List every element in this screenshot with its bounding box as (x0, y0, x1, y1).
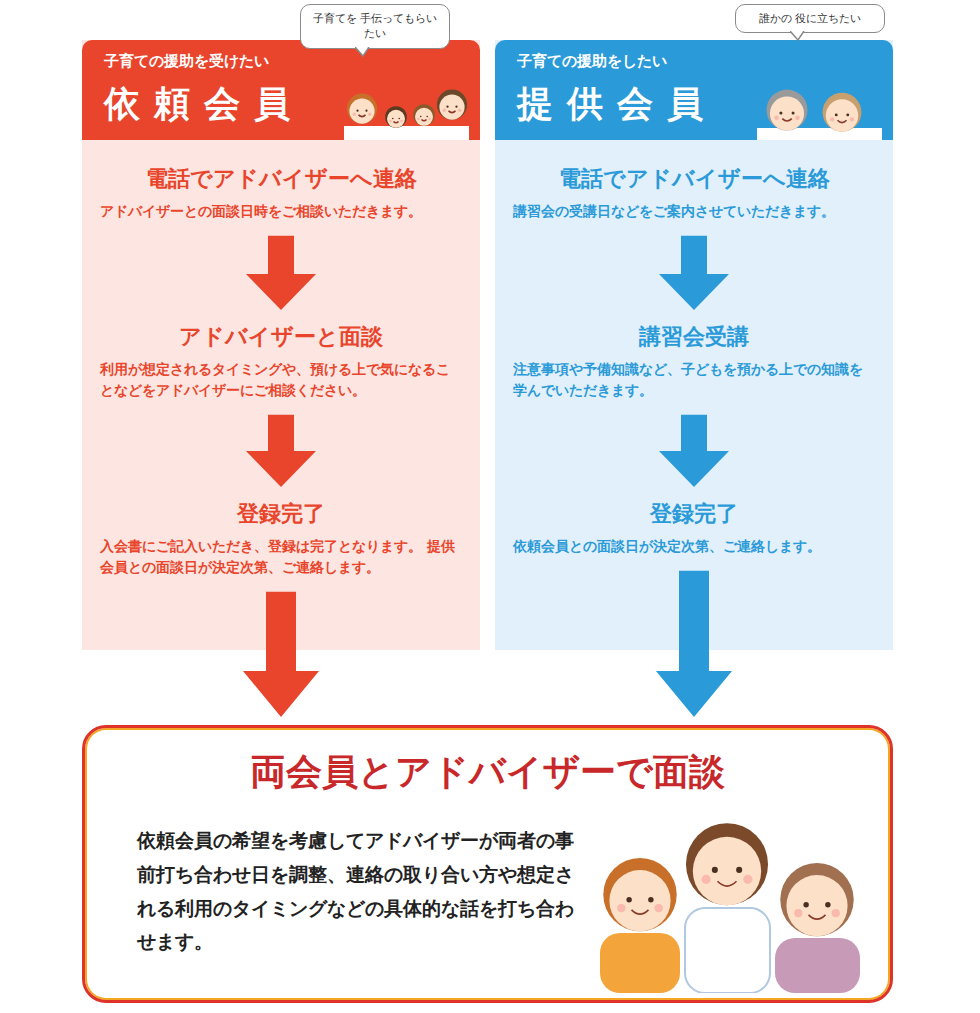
flow-arrow (659, 236, 729, 310)
step-heading: 電話でアドバイザーへ連絡 (513, 164, 875, 195)
step-box: 登録完了入会書にご記入いただき、登録は完了となります。 提供会員との面談日が決定… (90, 495, 472, 582)
step-body: 講習会の受講日などをご案内させていただきます。 (513, 201, 875, 222)
step-body: 注意事項や予備知識など、子どもを預かる上での知識を学んでいただきます。 (513, 359, 875, 401)
illustration (355, 47, 371, 57)
header-band: 子育ての援助をしたい提供会員 (495, 40, 893, 140)
header-band: 子育ての援助を受けたい依頼会員 (82, 40, 480, 140)
step-heading: アドバイザーと面談 (100, 322, 462, 353)
meeting-box: 両会員とアドバイザーで面談依頼会員の希望を考慮してアドバイザーが両者の事前打ち合… (82, 725, 893, 1003)
member-panel: 子育ての援助を受けたい依頼会員電話でアドバイザーへ連絡アドバイザーとの面談日時を… (82, 40, 480, 650)
illustration (595, 813, 865, 993)
flow-arrow (243, 592, 319, 717)
header-subtitle: 子育ての援助を受けたい (104, 52, 269, 71)
step-box: アドバイザーと面談利用が想定されるタイミングや、預ける上で気になることなどをアド… (90, 318, 472, 405)
step-body: 入会書にご記入いただき、登録は完了となります。 提供会員との面談日が決定次第、ご… (100, 536, 462, 578)
step-box: 登録完了依頼会員との面談日が決定次第、ご連絡します。 (503, 495, 885, 561)
step-box: 電話でアドバイザーへ連絡アドバイザーとの面談日時をご相談いただきます。 (90, 160, 472, 226)
illustration (790, 31, 806, 41)
flow-arrow (656, 571, 732, 717)
member-panel: 子育ての援助をしたい提供会員電話でアドバイザーへ連絡講習会の受講日などをご案内さ… (495, 40, 893, 650)
flow-arrow (246, 236, 316, 310)
bubble-text: 誰かの 役に立ちたい (744, 11, 876, 26)
header-subtitle: 子育ての援助をしたい (517, 52, 667, 71)
step-heading: 電話でアドバイザーへ連絡 (100, 164, 462, 195)
step-heading: 登録完了 (100, 499, 462, 530)
header-title: 依頼会員 (104, 80, 304, 129)
flow-arrow (246, 415, 316, 487)
step-body: アドバイザーとの面談日時をご相談いただきます。 (100, 201, 462, 222)
step-body: 利用が想定されるタイミングや、預ける上で気になることなどをアドバイザーにご相談く… (100, 359, 462, 401)
step-box: 講習会受講注意事項や予備知識など、子どもを預かる上での知識を学んでいただきます。 (503, 318, 885, 405)
meeting-body: 依頼会員の希望を考慮してアドバイザーが両者の事前打ち合わせ日を調整、連絡の取り合… (137, 824, 582, 959)
speech-bubble: 子育てを 手伝ってもらいたい (300, 4, 450, 49)
step-box: 電話でアドバイザーへ連絡講習会の受講日などをご案内させていただきます。 (503, 160, 885, 226)
speech-bubble: 誰かの 役に立ちたい (735, 4, 885, 33)
illustration (757, 88, 882, 140)
step-body: 依頼会員との面談日が決定次第、ご連絡します。 (513, 536, 875, 557)
meeting-title: 両会員とアドバイザーで面談 (85, 748, 890, 797)
bubble-text: 子育てを 手伝ってもらいたい (309, 11, 441, 42)
illustration (344, 88, 469, 140)
step-heading: 登録完了 (513, 499, 875, 530)
flow-arrow (659, 415, 729, 487)
step-heading: 講習会受講 (513, 322, 875, 353)
header-title: 提供会員 (517, 80, 717, 129)
